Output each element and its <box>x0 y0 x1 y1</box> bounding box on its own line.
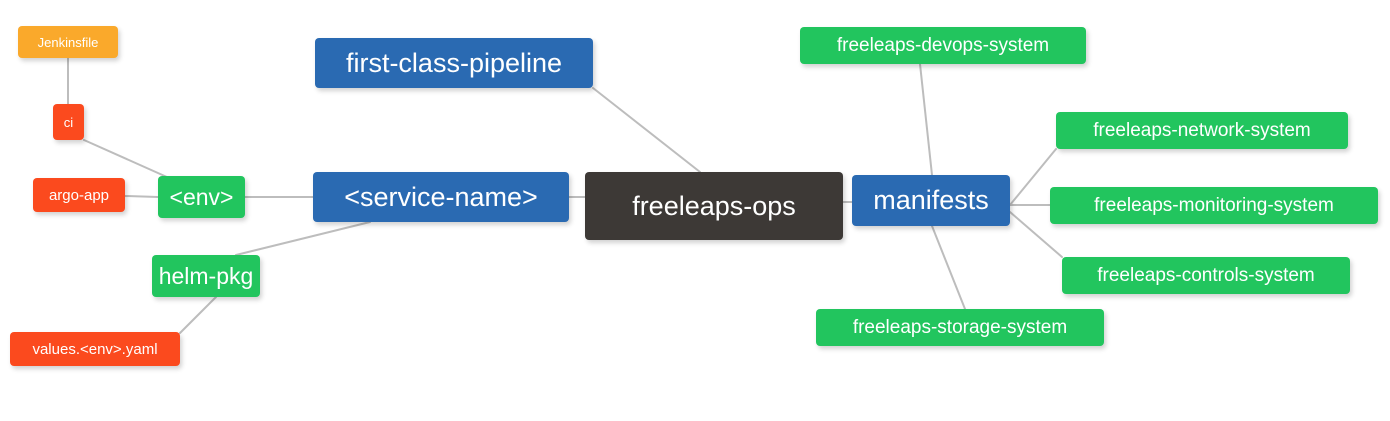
edge-argo-app-to-env <box>124 195 159 198</box>
mindmap-node-env[interactable]: <env> <box>158 176 245 218</box>
edge-first-class-to-freeleaps-ops <box>592 87 701 173</box>
mindmap-node-service-name[interactable]: <service-name> <box>313 172 569 222</box>
mindmap-node-jenkinsfile[interactable]: Jenkinsfile <box>18 26 118 58</box>
mindmap-node-helm-pkg[interactable]: helm-pkg <box>152 255 260 297</box>
edge-manifests-to-storage-sys <box>931 225 966 310</box>
mindmap-node-values-yaml[interactable]: values.<env>.yaml <box>10 332 180 366</box>
mindmap-node-first-class[interactable]: first-class-pipeline <box>315 38 593 88</box>
mindmap-node-network-sys[interactable]: freeleaps-network-system <box>1056 112 1348 149</box>
mindmap-node-ci[interactable]: ci <box>53 104 84 140</box>
edge-helm-pkg-to-service-name <box>235 221 371 256</box>
mindmap-node-storage-sys[interactable]: freeleaps-storage-system <box>816 309 1104 346</box>
mindmap-node-controls-sys[interactable]: freeleaps-controls-system <box>1062 257 1350 294</box>
mindmap-node-manifests[interactable]: manifests <box>852 175 1010 226</box>
edge-devops-sys-to-manifests <box>919 63 933 176</box>
mindmap-node-argo-app[interactable]: argo-app <box>33 178 125 212</box>
mindmap-node-freeleaps-ops[interactable]: freeleaps-ops <box>585 172 843 240</box>
edge-values-yaml-to-helm-pkg <box>179 296 217 334</box>
mindmap-node-monitoring-sys[interactable]: freeleaps-monitoring-system <box>1050 187 1378 224</box>
mindmap-node-devops-sys[interactable]: freeleaps-devops-system <box>800 27 1086 64</box>
